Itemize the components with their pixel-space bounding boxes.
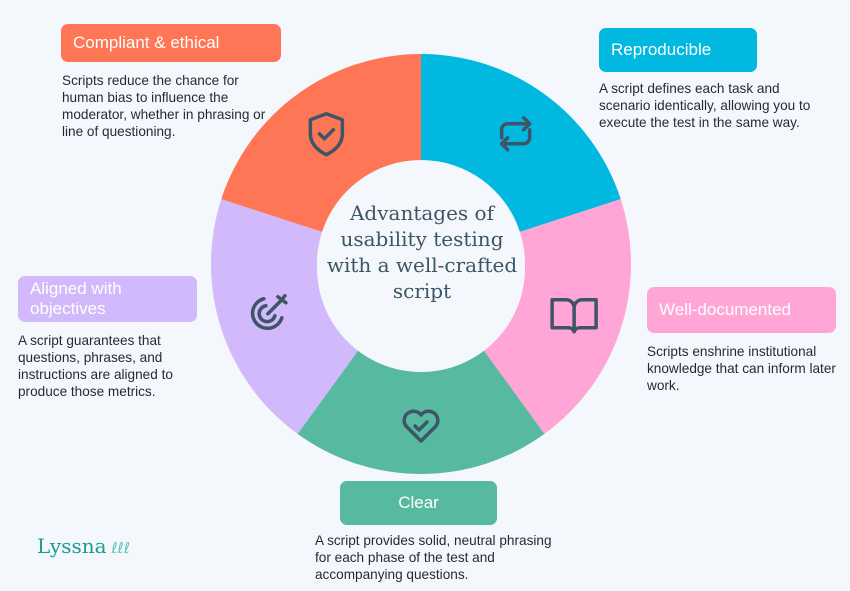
desc-clear: A script provides solid, neutral phrasin… <box>315 533 552 582</box>
segment-aligned-with-objectives <box>211 199 360 434</box>
label-reproducible: Reproducible <box>599 28 757 72</box>
desc-aligned: A script guarantees that questions, phra… <box>18 333 173 399</box>
label-well-documented: Well-documented <box>647 287 836 333</box>
center-title: Advantages of usability testing with a w… <box>326 201 518 303</box>
segment-compliant-ethical <box>221 54 421 232</box>
desc-compliant: Scripts reduce the chance for human bias… <box>62 73 266 139</box>
lyssna-logo: Lyssna ℓℓℓ <box>37 534 130 558</box>
desc-reproducible: A script defines each task and scenario … <box>599 81 811 130</box>
heart-check-icon <box>402 409 440 443</box>
repeat-icon <box>499 115 532 152</box>
segment-clear <box>297 348 545 475</box>
label-compliant: Compliant & ethical <box>61 24 281 62</box>
segment-well-documented <box>482 199 631 434</box>
logo-text: Lyssna <box>37 534 107 558</box>
book-icon <box>550 298 598 334</box>
label-clear: Clear <box>340 481 497 525</box>
shield-check-icon <box>308 111 345 157</box>
center-circle <box>317 164 525 372</box>
label-aligned: Aligned with objectives <box>18 276 197 322</box>
target-icon <box>250 294 288 331</box>
desc-well-documented: Scripts enshrine institutional knowledge… <box>647 344 836 393</box>
